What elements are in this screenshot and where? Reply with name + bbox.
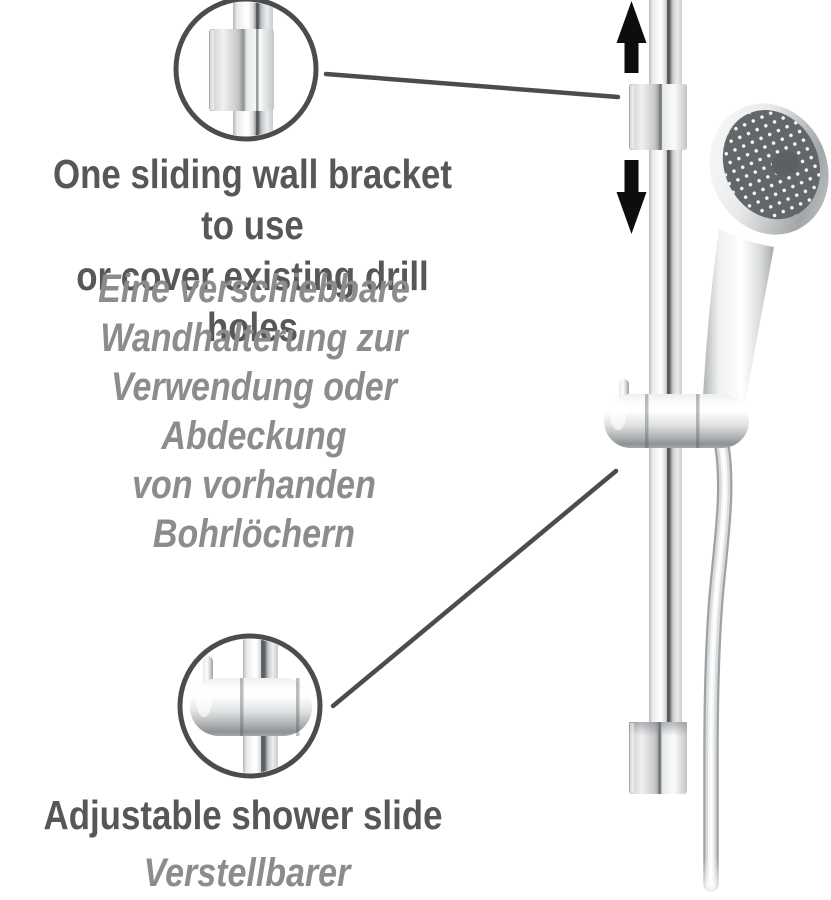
wall-bracket-top [629,84,687,150]
callout-line-top [323,71,621,100]
bottom-heading-en: Adjustable shower slide [43,792,443,838]
shower-handle [703,229,774,403]
bottom-subheading-de: Verstellbarer Brausegleiter [143,851,351,895]
hose-fade [695,858,729,898]
top-subheading-de: Eine verschiebbare Wandhalterung zur Ver… [98,267,410,556]
shower-slide [604,379,749,448]
shower-hose [703,438,733,892]
shower-head-nozzles [722,110,821,220]
down-arrow-icon [616,160,647,234]
callout-bracket-detail [209,2,274,136]
slide-body [604,394,749,448]
callout-line-bottom [330,468,619,709]
wall-bracket-bottom [629,722,687,794]
up-arrow-icon [616,1,647,73]
top-heading-en: One sliding wall bracket to use or cover… [53,151,452,350]
callout-slide-detail [190,639,312,773]
shower-head-center [771,151,800,177]
shower-rail-seam [667,0,670,738]
shower-head [709,103,829,235]
